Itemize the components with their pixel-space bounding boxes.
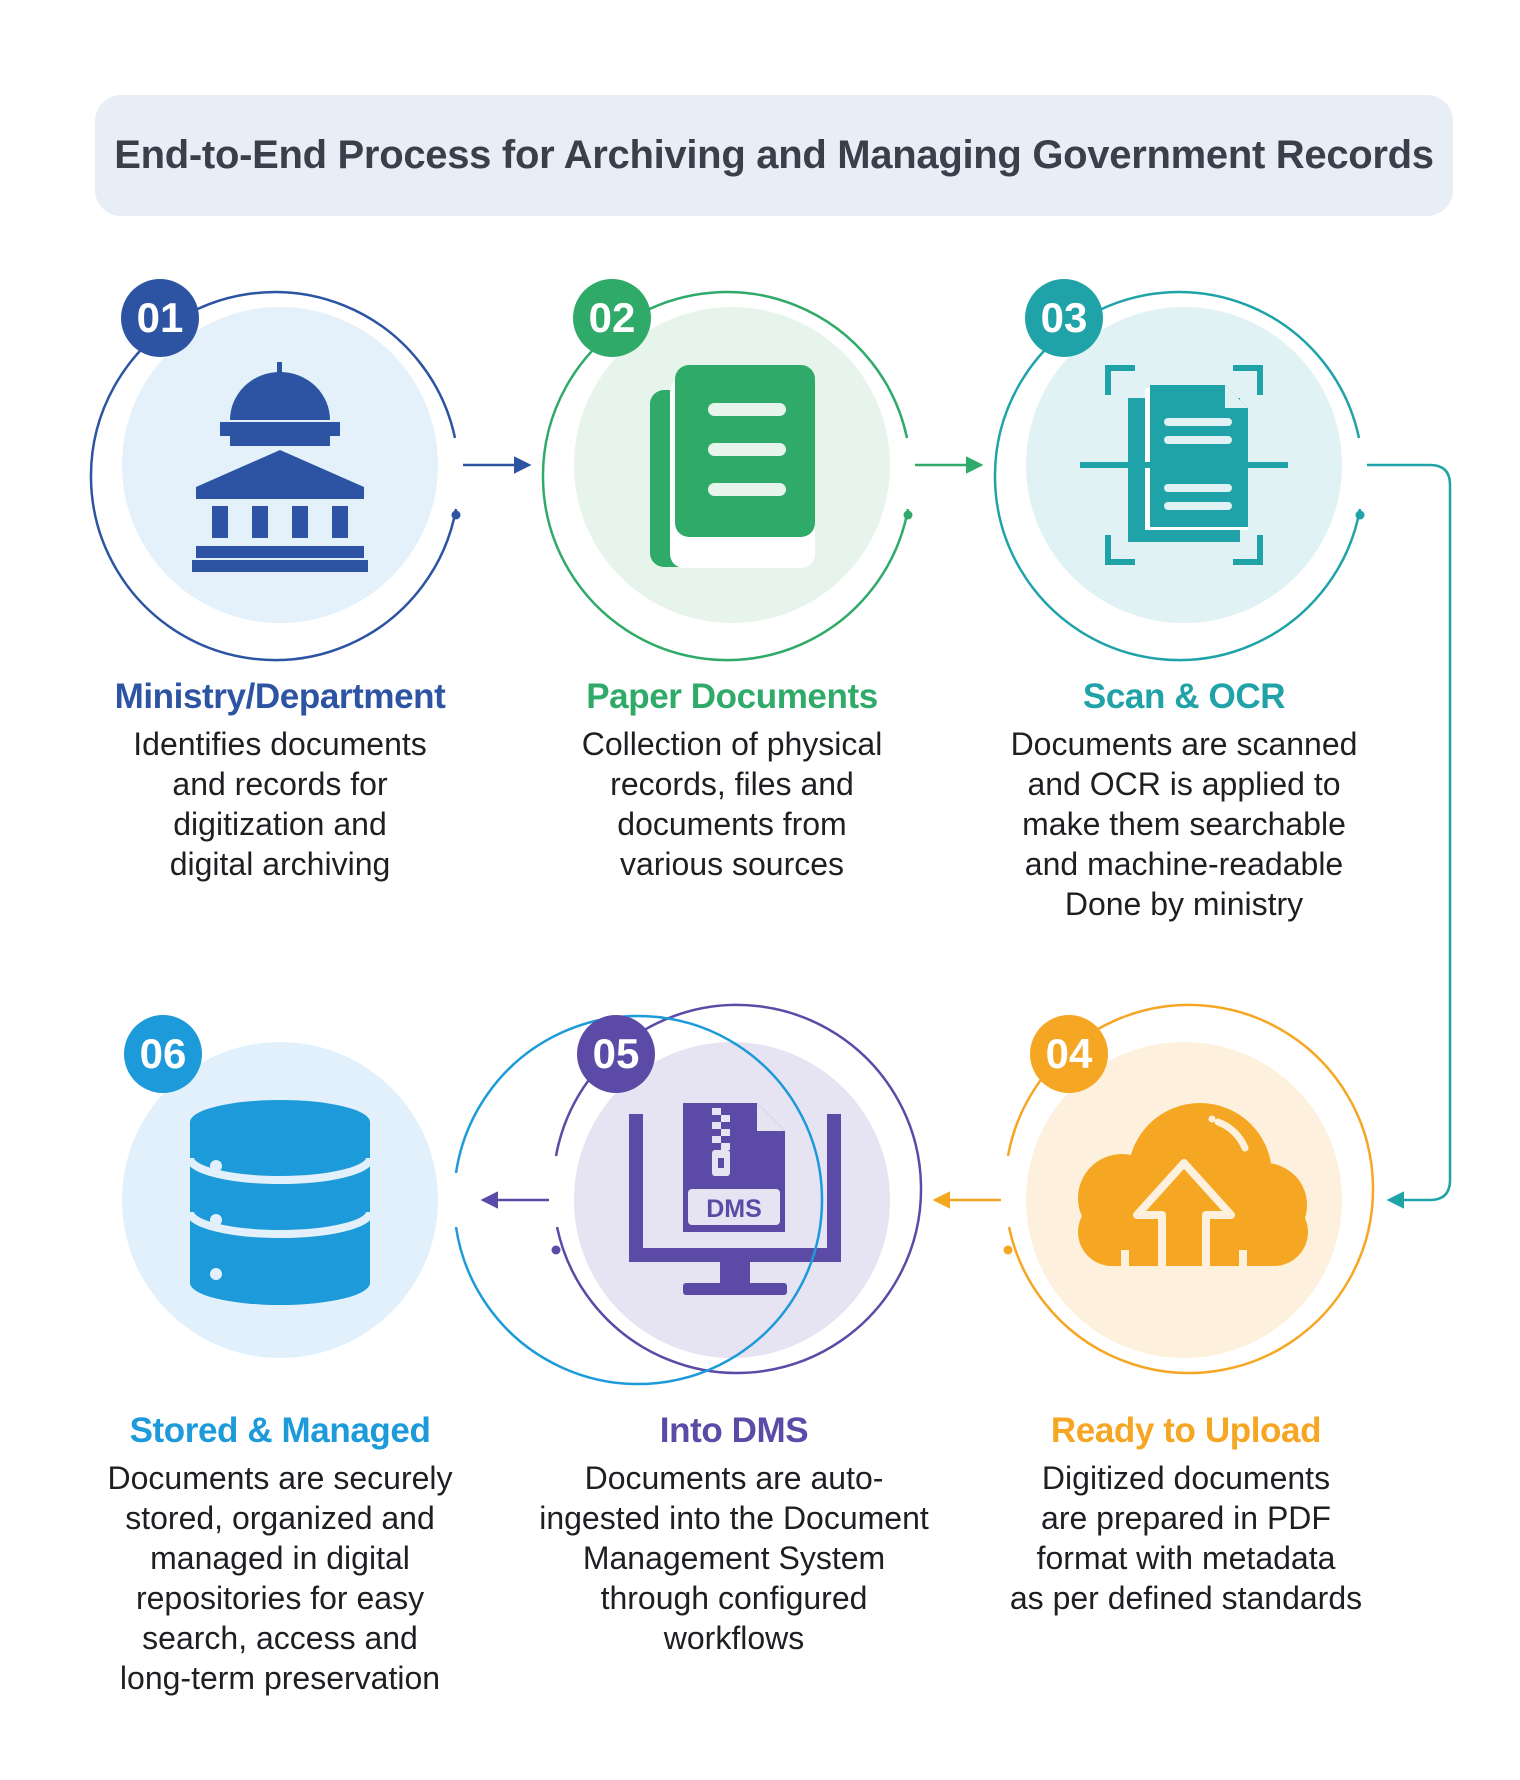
step-5-description: Documents are auto- ingested into the Do… bbox=[539, 1460, 929, 1656]
step-3-title: Scan & OCR bbox=[1082, 677, 1286, 716]
paper-documents-icon bbox=[650, 365, 815, 568]
title-banner: End-to-End Process for Archiving and Man… bbox=[95, 95, 1453, 216]
step-4-number-badge: 04 bbox=[1030, 1015, 1108, 1093]
cloud-upload-icon bbox=[1078, 1103, 1308, 1292]
step-1-text: Ministry/Department Identifies documents… bbox=[70, 676, 490, 884]
dms-monitor-icon: DMS bbox=[629, 1103, 841, 1295]
step-2-number-badge: 02 bbox=[573, 279, 651, 357]
step-4-title: Ready to Upload bbox=[1050, 1411, 1322, 1450]
step-6-number-badge: 06 bbox=[124, 1015, 202, 1093]
step-5-number-badge: 05 bbox=[577, 1015, 655, 1093]
step-4-description: Digitized documents are prepared in PDF … bbox=[1009, 1460, 1363, 1616]
step-4-text: Ready to Upload Digitized documents are … bbox=[976, 1410, 1396, 1618]
step-5-title: Into DMS bbox=[659, 1411, 809, 1450]
scan-document-icon bbox=[1080, 365, 1288, 565]
connector-3-4 bbox=[1367, 463, 1452, 1209]
step-2-description: Collection of physical records, files an… bbox=[581, 726, 883, 882]
step-1-title: Ministry/Department bbox=[114, 677, 446, 716]
step-3-text: Scan & OCR Documents are scanned and OCR… bbox=[974, 676, 1394, 924]
page-title: End-to-End Process for Archiving and Man… bbox=[114, 133, 1434, 177]
step-1-description: Identifies documents and records for dig… bbox=[133, 726, 427, 882]
step-6-title: Stored & Managed bbox=[129, 1411, 431, 1450]
step-2-title: Paper Documents bbox=[586, 677, 878, 716]
dms-icon-label: DMS bbox=[706, 1195, 762, 1223]
step-6-text: Stored & Managed Documents are securely … bbox=[70, 1410, 490, 1698]
database-icon bbox=[186, 1100, 374, 1305]
step-5-text: Into DMS Documents are auto- ingested in… bbox=[524, 1410, 944, 1658]
step-3-number-badge: 03 bbox=[1025, 279, 1103, 357]
step-2-text: Paper Documents Collection of physical r… bbox=[522, 676, 942, 884]
step-6-description: Documents are securely stored, organized… bbox=[107, 1460, 453, 1696]
step-1-number-badge: 01 bbox=[121, 279, 199, 357]
government-building-icon bbox=[192, 362, 368, 572]
step-3-description: Documents are scanned and OCR is applied… bbox=[1010, 726, 1358, 922]
